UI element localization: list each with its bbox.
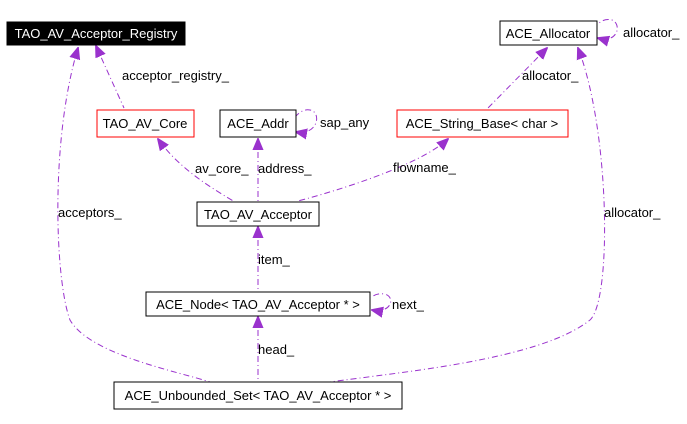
edge-allocator-self [598, 19, 618, 39]
node-tao-av-acceptor-label: TAO_AV_Acceptor [204, 207, 313, 222]
label-allocator-self: allocator_ [623, 25, 680, 40]
label-item: item_ [258, 252, 291, 267]
edge-sap-any [296, 109, 318, 133]
node-tao-av-core[interactable]: TAO_AV_Core [96, 109, 195, 138]
edge-av-core [158, 139, 236, 203]
node-ace-allocator[interactable]: ACE_Allocator [499, 20, 598, 46]
label-flowname: flowname_ [393, 160, 457, 175]
edge-acceptor-registry [96, 46, 125, 109]
label-acceptors: acceptors_ [58, 205, 122, 220]
edges [57, 19, 618, 383]
label-allocator-set: allocator_ [604, 205, 661, 220]
edge-acceptors [57, 48, 211, 383]
node-ace-unbounded-set[interactable]: ACE_Unbounded_Set< TAO_AV_Acceptor * > [113, 381, 403, 410]
label-sap-any: sap_any [320, 115, 370, 130]
node-tao-av-core-label: TAO_AV_Core [103, 116, 188, 131]
label-allocator-string: allocator_ [522, 68, 579, 83]
label-acceptor-registry: acceptor_registry_ [122, 68, 230, 83]
edge-next [372, 293, 392, 311]
edge-labels: acceptor_registry_ allocator_ allocator_… [58, 25, 680, 357]
edge-flowname [297, 139, 448, 202]
node-ace-addr[interactable]: ACE_Addr [219, 109, 297, 138]
node-ace-string-base-label: ACE_String_Base< char > [406, 116, 558, 131]
label-av-core: av_core_ [195, 161, 249, 176]
node-ace-unbounded-set-label: ACE_Unbounded_Set< TAO_AV_Acceptor * > [125, 388, 392, 403]
edge-allocator-string [487, 48, 547, 109]
node-ace-string-base[interactable]: ACE_String_Base< char > [396, 109, 569, 138]
edge-allocator-set [329, 48, 606, 383]
node-ace-allocator-label: ACE_Allocator [506, 26, 591, 41]
label-head: head_ [258, 342, 295, 357]
label-next: next_ [392, 297, 425, 312]
label-address: address_ [258, 161, 312, 176]
node-tao-av-acceptor-registry[interactable]: TAO_AV_Acceptor_Registry [6, 21, 186, 46]
node-ace-node-label: ACE_Node< TAO_AV_Acceptor * > [156, 297, 360, 312]
node-tao-av-acceptor[interactable]: TAO_AV_Acceptor [196, 201, 320, 227]
node-tao-av-acceptor-registry-label: TAO_AV_Acceptor_Registry [15, 26, 178, 41]
nodes: TAO_AV_Acceptor_Registry ACE_Allocator T… [6, 20, 598, 410]
node-ace-addr-label: ACE_Addr [227, 116, 289, 131]
node-ace-node[interactable]: ACE_Node< TAO_AV_Acceptor * > [145, 291, 371, 317]
